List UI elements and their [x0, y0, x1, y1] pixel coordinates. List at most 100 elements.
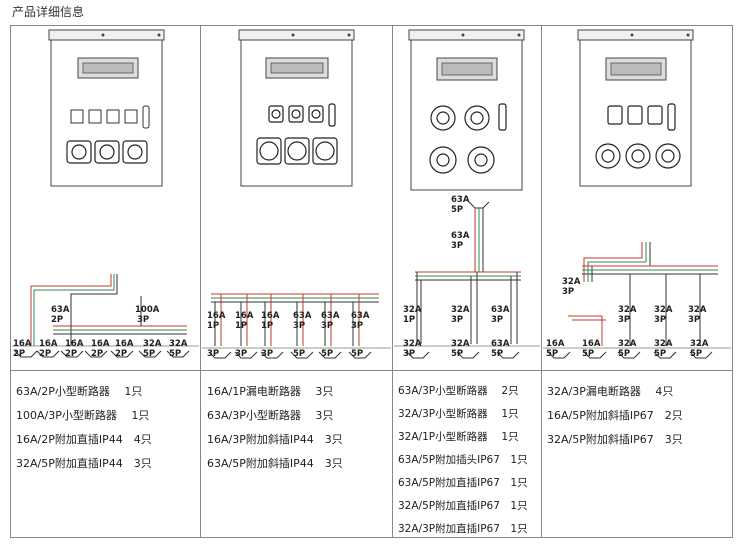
component-item: 16A/1P漏电断路器 3只 — [207, 385, 334, 398]
wire-label: 32A — [618, 305, 637, 315]
wire-label: 63A — [351, 311, 370, 321]
wire-label: 3P — [321, 321, 333, 331]
wire-label: 16A — [261, 311, 280, 321]
column-divider — [200, 25, 201, 538]
wire-label: 5P — [491, 349, 503, 359]
component-list-1: 63A/2P小型断路器 1只 100A/3P小型断路器 1只 16A/2P附加直… — [16, 380, 152, 476]
wire-label: 32A — [618, 339, 637, 349]
component-item: 32A/5P附加直插IP44 3只 — [16, 457, 152, 470]
column-4-diagram: 32A 3P 32A 3P 32A 3P 32A 3P 16A 5P 16A 5… — [543, 29, 731, 359]
wire-label: 2P — [13, 349, 25, 359]
component-list-2: 16A/1P漏电断路器 3只 63A/3P小型断路器 3只 16A/3P附加斜插… — [207, 380, 343, 476]
wire-label: 32A — [451, 339, 470, 349]
wire-label: 63A — [321, 311, 340, 321]
component-item: 32A/5P附加直插IP67 1只 — [398, 500, 528, 512]
wire-label: 100A — [135, 305, 160, 315]
wire-label: 16A — [235, 311, 254, 321]
wire-label: 3P — [654, 315, 666, 325]
wire-label: 16A — [65, 339, 84, 349]
wire-label: 5P — [451, 205, 463, 215]
component-item: 16A/2P附加直插IP44 4只 — [16, 433, 152, 446]
wire-label: 3P — [451, 241, 463, 251]
wire-label: 16A — [39, 339, 58, 349]
wire-label: 3P — [451, 315, 463, 325]
page-title: 产品详细信息 — [12, 5, 85, 19]
component-item: 63A/3P小型断路器 2只 — [398, 385, 519, 397]
wire-label: 1P — [207, 321, 219, 331]
wire-label: 32A — [690, 339, 709, 349]
component-item: 16A/3P附加斜插IP44 3只 — [207, 433, 343, 446]
column-divider — [392, 25, 393, 538]
wire-label: 63A — [491, 339, 510, 349]
component-item: 63A/5P附加插头IP67 1只 — [398, 454, 528, 466]
component-list-4: 32A/3P漏电断路器 4只 16A/5P附加斜插IP67 2只 32A/5P附… — [547, 380, 683, 452]
distribution-box-2 — [238, 29, 355, 187]
component-item: 32A/3P漏电断路器 4只 — [547, 385, 674, 398]
wiring-diagram-3 — [394, 201, 540, 359]
wire-label: 2P — [51, 315, 63, 325]
wire-label: 32A — [451, 305, 470, 315]
component-item: 32A/1P小型断路器 1只 — [398, 431, 519, 443]
wiring-diagram-4 — [543, 242, 731, 359]
component-list-3: 63A/3P小型断路器 2只 32A/3P小型断路器 1只 32A/1P小型断路… — [398, 380, 528, 541]
component-item: 32A/3P小型断路器 1只 — [398, 408, 519, 420]
wire-label: 3P — [618, 315, 630, 325]
wire-label: 1P — [235, 321, 247, 331]
wire-label: 63A — [451, 231, 470, 241]
component-item: 63A/5P附加斜插IP44 3只 — [207, 457, 343, 470]
wire-label: 16A — [546, 339, 565, 349]
wire-label: 5P — [351, 349, 363, 359]
distribution-box-1 — [48, 29, 165, 187]
wire-label: 3P — [562, 287, 574, 297]
wire-label: 16A — [207, 311, 226, 321]
component-item: 16A/5P附加斜插IP67 2只 — [547, 409, 683, 422]
wire-label: 5P — [546, 349, 558, 359]
wire-label: 3P — [491, 315, 503, 325]
component-item: 32A/3P附加直插IP67 1只 — [398, 523, 528, 535]
wire-label: 5P — [582, 349, 594, 359]
wire-label: 1P — [403, 315, 415, 325]
wire-label: 16A — [13, 339, 32, 349]
wire-label: 2P — [115, 349, 127, 359]
wire-label: 5P — [169, 349, 181, 359]
wire-label: 63A — [491, 305, 510, 315]
wire-label: 32A — [403, 305, 422, 315]
row-divider — [10, 370, 733, 371]
wire-label: 32A — [654, 305, 673, 315]
wire-label: 5P — [654, 349, 666, 359]
wire-label: 16A — [582, 339, 601, 349]
wire-label: 5P — [143, 349, 155, 359]
wire-label: 63A — [51, 305, 70, 315]
distribution-box-3 — [408, 29, 525, 191]
column-2-diagram: 16A 1P 3P 16A 1P 3P 16A 1P 3P 63A 3P 5P … — [202, 29, 391, 359]
wire-label: 3P — [351, 321, 363, 331]
wire-label: 5P — [293, 349, 305, 359]
component-item: 63A/3P小型断路器 3只 — [207, 409, 334, 422]
column-divider — [541, 25, 542, 538]
wiring-diagram-1 — [12, 274, 199, 358]
wire-label: 32A — [143, 339, 162, 349]
wire-label: 3P — [207, 349, 219, 359]
wire-label: 3P — [261, 349, 273, 359]
wire-label: 32A — [169, 339, 188, 349]
wire-label: 16A — [115, 339, 134, 349]
wire-label: 2P — [39, 349, 51, 359]
wire-label: 2P — [91, 349, 103, 359]
wire-label: 3P — [688, 315, 700, 325]
wire-label: 5P — [618, 349, 630, 359]
wire-label: 5P — [690, 349, 702, 359]
wire-label: 3P — [235, 349, 247, 359]
column-3-diagram: 63A 5P 63A 3P 32A 1P 32A 3P 32A 3P 32A 5… — [394, 29, 540, 359]
wire-label: 5P — [451, 349, 463, 359]
wire-label: 32A — [562, 277, 581, 287]
distribution-box-4 — [577, 29, 694, 187]
wire-label: 2P — [65, 349, 77, 359]
wire-label: 63A — [451, 195, 470, 205]
component-item: 100A/3P小型断路器 1只 — [16, 409, 150, 422]
wire-label: 5P — [321, 349, 333, 359]
product-detail-frame — [10, 25, 733, 538]
component-item: 63A/5P附加直插IP67 1只 — [398, 477, 528, 489]
wire-label: 3P — [293, 321, 305, 331]
wire-label: 1P — [261, 321, 273, 331]
wire-label: 16A — [91, 339, 110, 349]
